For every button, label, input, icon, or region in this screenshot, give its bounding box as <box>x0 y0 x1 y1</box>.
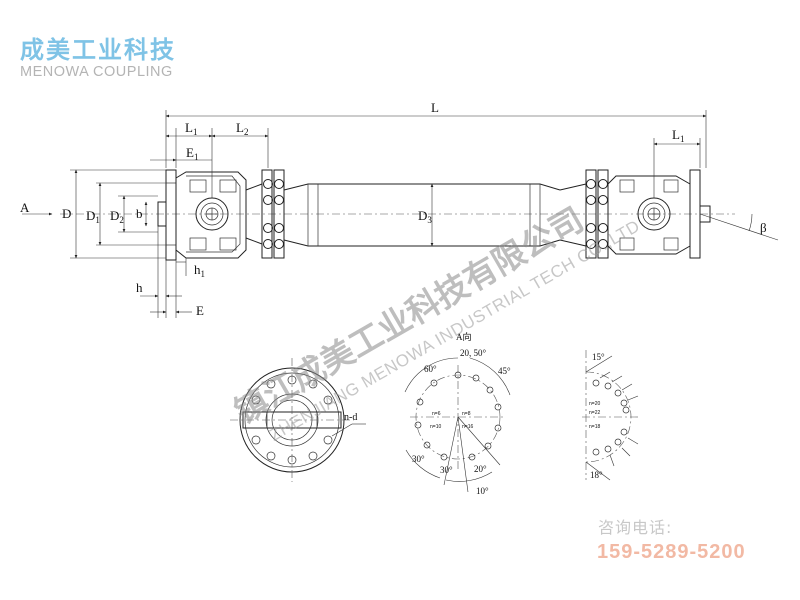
angle-right-top: 45° <box>498 366 511 376</box>
shaft-assembly <box>60 169 779 261</box>
angle-bottom: 10° <box>476 486 489 496</box>
watermark-en: ZHENJIANG MENOWA INDUSTRIAL TECH CO.,LTD <box>266 216 643 445</box>
n10-label: n=10 <box>430 424 441 430</box>
dim-L2: L2 <box>236 120 248 137</box>
left-yoke <box>175 171 247 259</box>
left-flange-bolts <box>263 179 284 249</box>
view-a-label: A向 <box>456 331 472 342</box>
right-mid-flange <box>585 169 597 259</box>
company-logo-en: MENOWA COUPLING <box>20 64 173 80</box>
contact-label: 咨询电话: <box>598 518 673 537</box>
watermark-cn: 镇江成美工业科技有限公司 <box>228 200 590 432</box>
dimensions: L L1 L2 E1 L1 A D D1 D2 <box>20 100 767 318</box>
flange-bolt-holes <box>251 375 333 465</box>
label-n-d: n-d <box>344 412 357 423</box>
dim-D: D <box>62 206 71 221</box>
dim-h1: h1 <box>194 262 205 279</box>
a-view-bolt-holes <box>414 371 502 461</box>
angle-bottom-right: 20° <box>474 464 487 474</box>
company-logo-cn: 成美工业科技 <box>20 36 176 64</box>
left-spigot <box>157 201 167 227</box>
dim-E: E <box>196 303 204 318</box>
partial-angle-top: 15° <box>592 352 605 362</box>
flange-end-view: n-d <box>230 358 366 482</box>
contact-phone[interactable]: 159-5289-5200 <box>597 541 746 563</box>
dim-D3: D3 <box>418 208 432 225</box>
partial-angle-diagram: 15° 18° n=20 n=22 n=18 <box>582 350 640 481</box>
dim-h: h <box>136 280 143 295</box>
shaft-tube-bottom <box>283 239 561 247</box>
angle-left-bottom: 30° <box>412 454 425 464</box>
dim-L1-right: L1 <box>672 127 684 144</box>
dim-E1: E1 <box>186 145 198 162</box>
partial-angle-bottom: 18° <box>590 470 603 480</box>
shaft-tube-top <box>283 183 561 191</box>
left-mid-flange <box>261 169 273 259</box>
dim-L1: L1 <box>185 120 197 137</box>
n22-label: n=22 <box>589 410 600 416</box>
n6-label: n=6 <box>432 411 441 417</box>
angle-top: 20, 50° <box>460 348 487 358</box>
a-view-angle-diagram: A向 20, 50° 60° 45° 30° 30° 20° <box>404 331 511 496</box>
n18-label: n=18 <box>589 424 600 430</box>
dim-D2: D2 <box>110 208 124 225</box>
dim-beta: β <box>760 220 767 235</box>
dim-L: L <box>431 100 439 115</box>
view-arrow-A: A <box>20 200 30 215</box>
n20-label: n=20 <box>589 401 600 407</box>
n16-label: n=16 <box>462 424 473 430</box>
dim-b: b <box>136 206 143 221</box>
angle-bottom-mid: 30° <box>440 465 453 475</box>
angle-left-top: 60° <box>424 364 437 374</box>
partial-bolt-holes <box>592 379 630 456</box>
dim-D1: D1 <box>86 208 100 225</box>
n8-label: n=8 <box>462 411 471 417</box>
left-flange-plate <box>165 169 177 261</box>
